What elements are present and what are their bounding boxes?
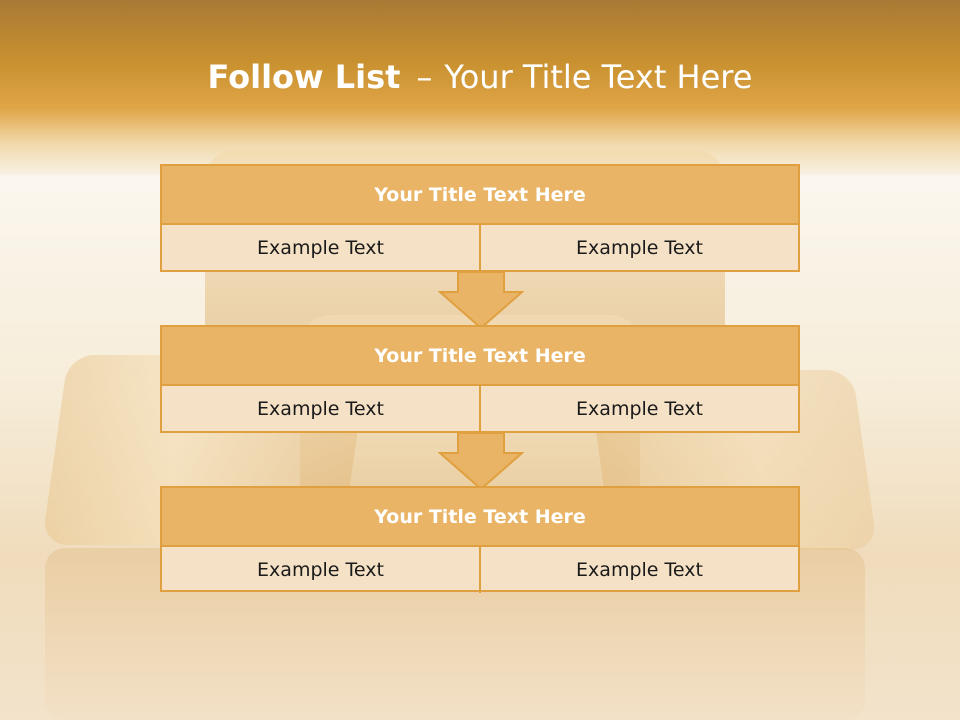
slide-title: Follow List – Your Title Text Here xyxy=(0,52,960,102)
down-arrow-icon xyxy=(438,272,524,330)
step-cell-right: Example Text xyxy=(479,386,798,432)
step-cell-right: Example Text xyxy=(479,547,798,593)
slide-title-rest: Your Title Text Here xyxy=(444,58,753,96)
step-header: Your Title Text Here xyxy=(162,166,798,225)
step-cell-right: Example Text xyxy=(479,225,798,271)
step-row: Example Text Example Text xyxy=(162,386,798,432)
step-box-1: Your Title Text Here Example Text Exampl… xyxy=(160,164,800,272)
slide-title-dash: – xyxy=(416,58,433,96)
background-banner xyxy=(0,0,960,175)
step-box-2: Your Title Text Here Example Text Exampl… xyxy=(160,325,800,433)
step-cell-left: Example Text xyxy=(257,398,384,420)
step-row: Example Text Example Text xyxy=(162,225,798,271)
step-row: Example Text Example Text xyxy=(162,547,798,593)
step-header: Your Title Text Here xyxy=(162,488,798,547)
down-arrow-icon xyxy=(438,433,524,491)
slide-title-bold: Follow List xyxy=(207,58,401,96)
step-box-3: Your Title Text Here Example Text Exampl… xyxy=(160,486,800,593)
step-header: Your Title Text Here xyxy=(162,327,798,386)
step-cell-left: Example Text xyxy=(257,237,384,259)
step-cell-left: Example Text xyxy=(257,559,384,581)
